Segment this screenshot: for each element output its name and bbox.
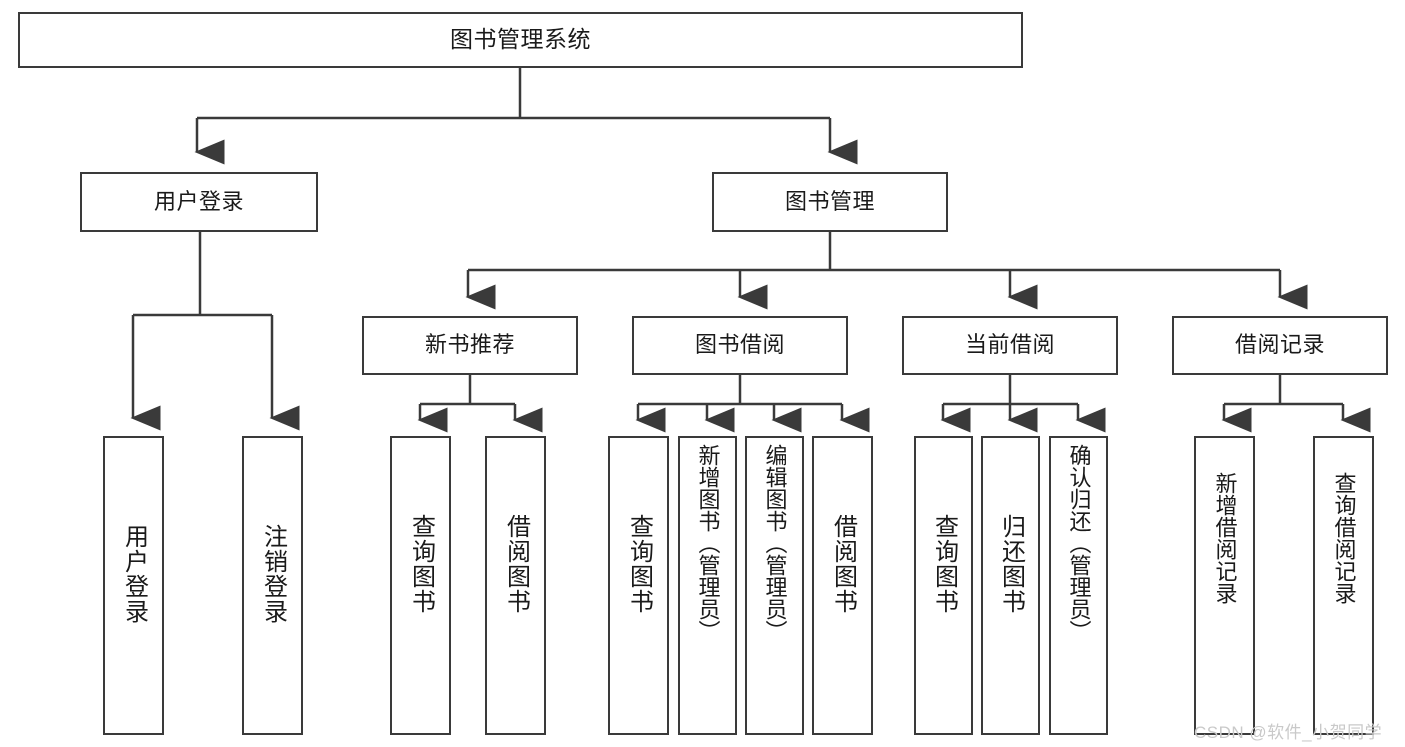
node-label: 借阅记录 [1234,332,1325,358]
node-label: 查询借阅记录 [1331,472,1357,604]
node-label: 确认归还（管理员） [1066,444,1092,642]
leaf-query-borrow-record[interactable]: 查询借阅记录 [1313,436,1374,735]
leaf-logout[interactable]: 注销登录 [242,436,303,735]
node-label: 新书推荐 [424,332,515,358]
node-label: 用户登录 [153,188,244,214]
leaf-add-book-admin[interactable]: 新增图书（管理员） [678,436,737,735]
node-label: 新增借阅记录 [1212,472,1238,604]
node-new-book-recommend[interactable]: 新书推荐 [362,316,578,375]
node-label: 归还图书 [997,514,1025,614]
leaf-user-login[interactable]: 用户登录 [103,436,164,735]
node-book-borrow[interactable]: 图书借阅 [632,316,848,375]
node-label: 当前借阅 [964,332,1055,358]
leaf-add-borrow-record[interactable]: 新增借阅记录 [1194,436,1255,735]
node-book-management[interactable]: 图书管理 [712,172,948,232]
node-label: 查询图书 [930,514,958,614]
node-label: 编辑图书（管理员） [762,444,788,642]
node-borrow-record[interactable]: 借阅记录 [1172,316,1388,375]
node-label: 查询图书 [407,514,435,614]
node-label: 借阅图书 [502,514,530,614]
leaf-borrow-book-2[interactable]: 借阅图书 [812,436,873,735]
leaf-confirm-return-admin[interactable]: 确认归还（管理员） [1049,436,1108,735]
node-label: 注销登录 [259,524,287,624]
csdn-watermark: CSDN @软件_小贺同学 [1194,723,1383,742]
node-label: 图书借阅 [694,332,785,358]
node-label: 图书管理 [784,188,875,214]
node-label: 借阅图书 [829,514,857,614]
node-current-borrow[interactable]: 当前借阅 [902,316,1118,375]
node-label: 查询图书 [625,514,653,614]
leaf-query-book-2[interactable]: 查询图书 [608,436,669,735]
node-user-login[interactable]: 用户登录 [80,172,318,232]
leaf-query-book-1[interactable]: 查询图书 [390,436,451,735]
node-label: 新增图书（管理员） [695,444,721,642]
leaf-borrow-book-1[interactable]: 借阅图书 [485,436,546,735]
node-label: 图书管理系统 [450,26,591,53]
node-label: 用户登录 [120,524,148,624]
leaf-query-book-3[interactable]: 查询图书 [914,436,973,735]
leaf-edit-book-admin[interactable]: 编辑图书（管理员） [745,436,804,735]
leaf-return-book[interactable]: 归还图书 [981,436,1040,735]
node-root-system[interactable]: 图书管理系统 [18,12,1023,68]
